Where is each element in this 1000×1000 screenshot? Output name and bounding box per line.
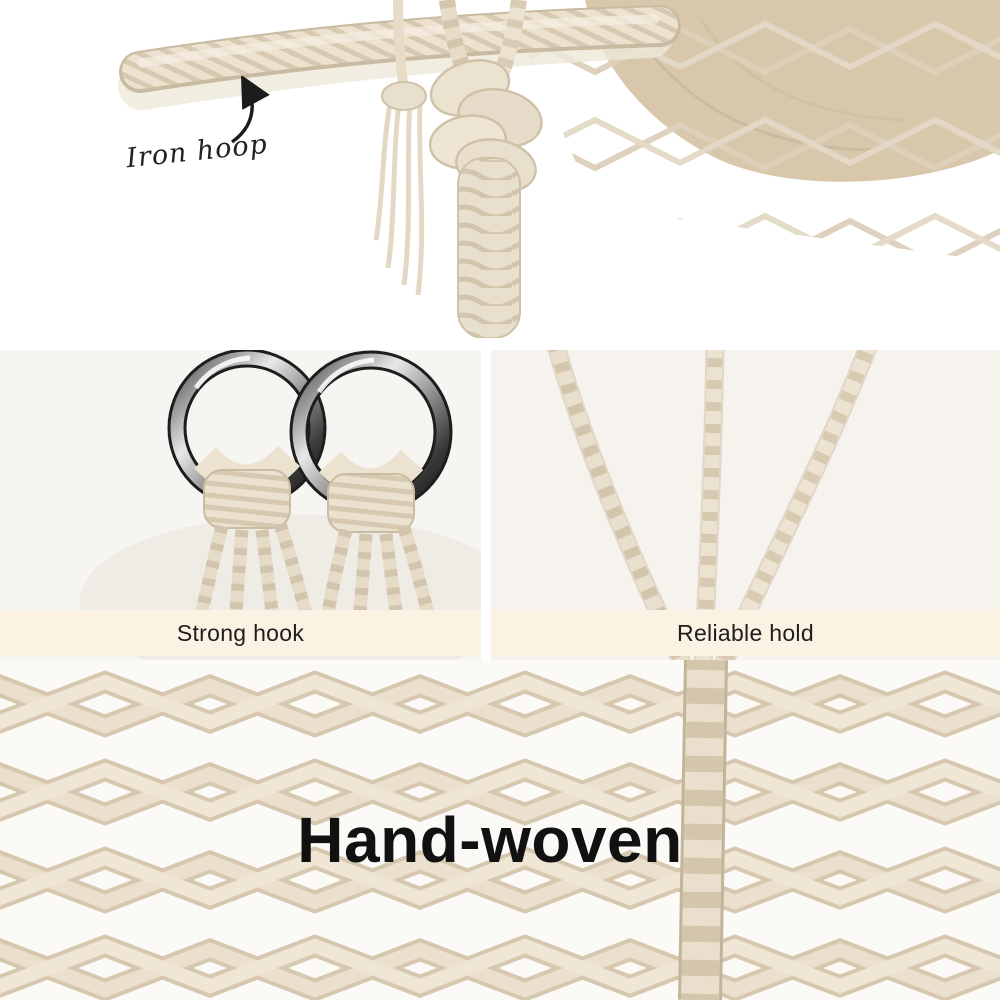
strong-hook-banner: Strong hook	[0, 610, 481, 656]
strong-hook-label: Strong hook	[176, 619, 305, 646]
hand-woven-section: Hand-woven	[0, 660, 1000, 1000]
strong-hook-panel: Strong hook	[0, 350, 481, 660]
iron-hoop-arrow-icon	[230, 76, 270, 144]
rope-tassels	[373, 93, 425, 296]
reliable-hold-banner: Reliable hold	[491, 610, 1000, 656]
reliable-hold-panel: Reliable hold	[491, 350, 1000, 660]
hand-woven-label: Hand-woven	[297, 804, 683, 876]
hammock-rim-illustration	[118, 0, 1000, 338]
woven-net-illustration	[0, 660, 1000, 1000]
reliable-hold-label: Reliable hold	[677, 619, 814, 646]
rope-strands-illustration	[491, 350, 1000, 660]
iron-hoop-photo-section: Iron hoop	[0, 0, 1000, 338]
thick-rope	[678, 660, 728, 1000]
